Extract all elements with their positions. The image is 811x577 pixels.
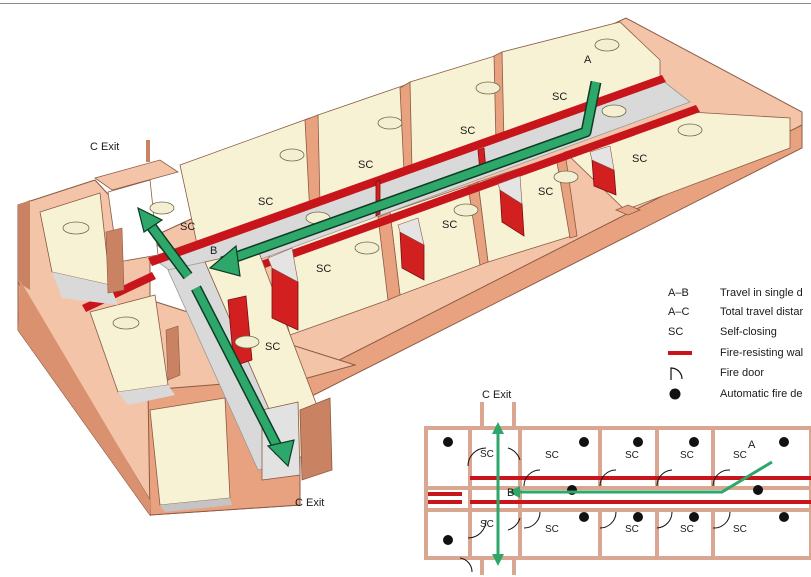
sc-label: SC	[258, 196, 273, 208]
sc-label: SC	[442, 219, 457, 231]
legend-row-detector: Automatic fire de	[668, 386, 811, 402]
grey-doors	[105, 145, 615, 381]
legend-text-fire-door: Fire door	[720, 367, 765, 379]
point-a-label: A	[584, 54, 592, 66]
legend-row-ac: A–C Total travel distar	[668, 304, 811, 320]
top-rule	[0, 3, 811, 4]
legend-key-ab: A–B	[668, 287, 689, 299]
exit-label-top: C Exit	[90, 141, 119, 153]
legend-text-sc: Self-closing	[720, 326, 777, 338]
sc-label: SC	[180, 221, 195, 233]
legend-text-detector: Automatic fire de	[720, 388, 803, 400]
left-wing-rooms	[39, 192, 232, 512]
sc-label: SC	[358, 159, 373, 171]
sc-label: SC	[460, 125, 475, 137]
legend-key-ac: A–C	[668, 306, 690, 318]
legend-row-fire-wall: Fire-resisting wal	[668, 345, 811, 361]
sc-label: SC	[552, 91, 567, 103]
fire-wall-icon	[668, 351, 692, 355]
sc-label: SC	[538, 186, 553, 198]
legend-text-ab: Travel in single d	[720, 287, 803, 299]
legend-text-fire-wall: Fire-resisting wal	[720, 347, 804, 359]
point-b-label: B	[210, 245, 217, 257]
legend-text-ac: Total travel distar	[720, 306, 804, 318]
fire-doors	[227, 147, 617, 367]
bottom-exit-door	[261, 397, 333, 481]
sc-labels-isometric: SC SC SC SC SC SC SC SC SC SC	[180, 91, 647, 353]
travel-arrows-isometric	[137, 80, 602, 468]
door-icon	[670, 367, 683, 380]
sc-label: SC	[632, 153, 647, 165]
smoke-detectors-isometric	[62, 38, 703, 349]
exit-label-bottom: C Exit	[295, 497, 324, 509]
sc-label: SC	[316, 263, 331, 275]
legend-row-sc: SC Self-closing	[668, 324, 811, 340]
legend-row-fire-door: Fire door	[668, 365, 811, 381]
detector-icon	[669, 388, 681, 400]
legend-key-sc: SC	[668, 326, 684, 338]
sc-label: SC	[265, 341, 280, 353]
legend-row-ab: A–B Travel in single d	[668, 285, 811, 301]
